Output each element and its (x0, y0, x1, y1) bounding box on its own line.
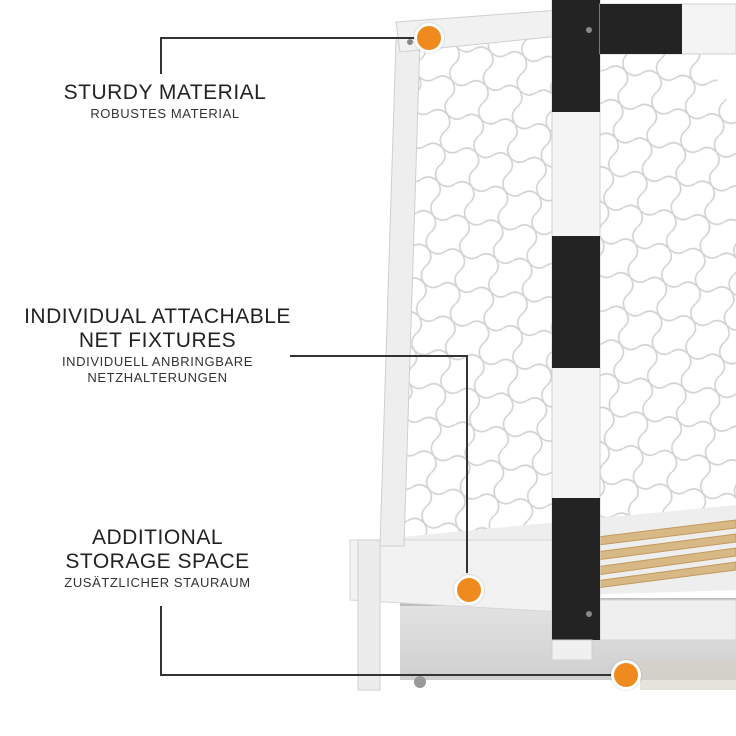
callout-line-sturdy-horizontal (160, 37, 418, 39)
feature-subtitle: INDIVIDUELL ANBRINGBARE NETZHALTERUNGEN (61, 354, 254, 385)
feature-subtitle: ROBUSTES MATERIAL (90, 106, 240, 121)
feature-title: ADDITIONAL STORAGE SPACE (65, 526, 250, 573)
feature-sturdy-material: STURDY MATERIAL ROBUSTES MATERIAL (20, 81, 310, 122)
callout-line-net-vertical (466, 355, 468, 573)
bed-frame (349, 539, 736, 691)
marker-sturdy-material[interactable] (414, 23, 444, 53)
callout-line-net-horizontal (290, 355, 468, 357)
feature-title: INDIVIDUAL ATTACHABLE NET FIXTURES (24, 305, 291, 352)
feature-storage-space: ADDITIONAL STORAGE SPACE ZUSÄTZLICHER ST… (20, 526, 295, 591)
feature-title: STURDY MATERIAL (63, 81, 267, 104)
marker-storage-space[interactable] (611, 660, 641, 690)
callout-line-storage-vertical (160, 606, 162, 676)
bed-leg (551, 639, 593, 661)
feature-net-fixtures: INDIVIDUAL ATTACHABLE NET FIXTURES INDIV… (10, 305, 305, 386)
goal-post-striped (407, 0, 736, 641)
callout-line-sturdy-vertical (160, 38, 162, 74)
feature-subtitle: ZUSÄTZLICHER STAURAUM (64, 575, 251, 590)
callout-line-storage-horizontal (160, 674, 614, 676)
marker-net-fixtures[interactable] (454, 575, 484, 605)
